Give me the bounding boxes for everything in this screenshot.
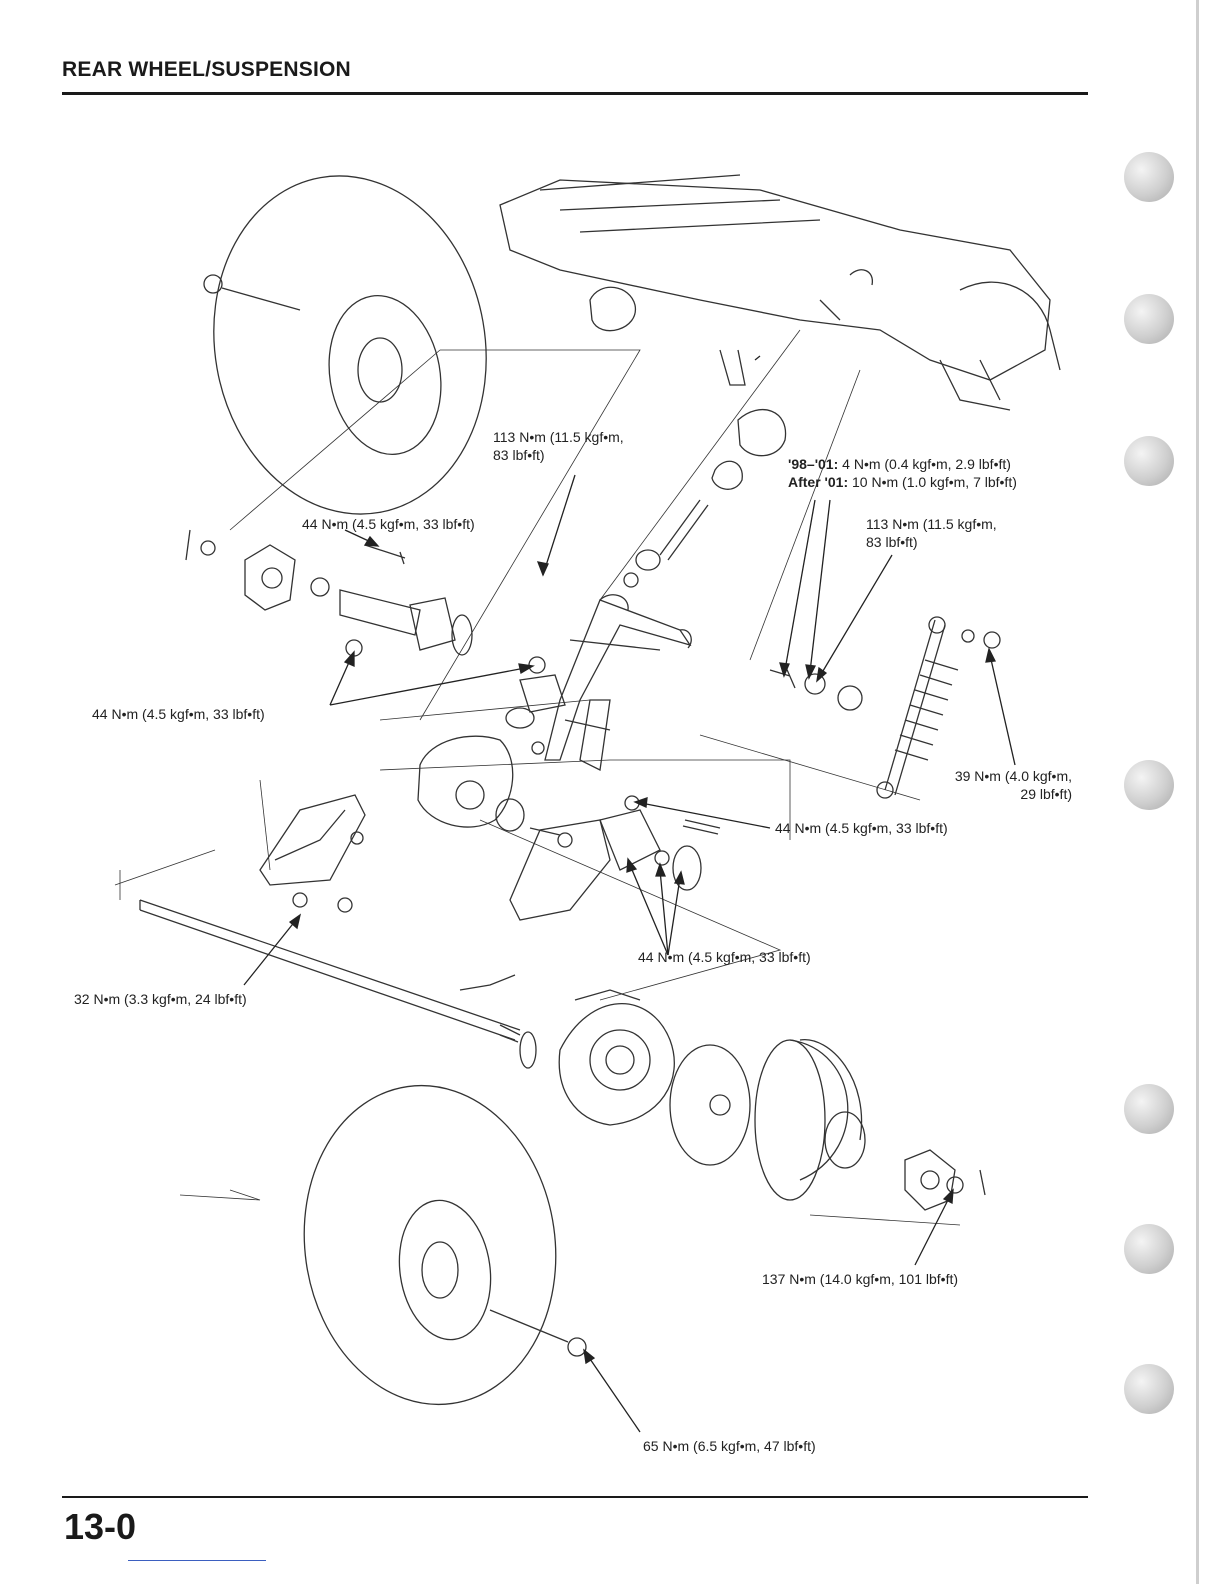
section-tab-7[interactable] bbox=[1124, 1364, 1174, 1414]
year-range-label: '98–'01: bbox=[788, 456, 839, 472]
torque-callout-mid-right-44: 44 N•m (4.5 kgf•m, 33 lbf•ft) bbox=[775, 820, 948, 836]
rear-frame bbox=[499, 174, 1061, 411]
section-tab-1[interactable] bbox=[1124, 152, 1174, 202]
section-tab-3[interactable] bbox=[1124, 436, 1174, 486]
leader-lines bbox=[243, 355, 1016, 1433]
callout-line: 113 N•m (11.5 kgf•m, bbox=[493, 429, 624, 445]
callout-line: 39 N•m (4.0 kgf•m, bbox=[954, 768, 1072, 784]
page-edge bbox=[1196, 0, 1199, 1584]
section-title: REAR WHEEL/SUSPENSION bbox=[62, 58, 351, 81]
upper-wheel bbox=[203, 175, 487, 515]
shock-absorber bbox=[769, 616, 1001, 799]
callout-line: 29 lbf•ft) bbox=[1020, 786, 1072, 802]
torque-callout-right-113: 113 N•m (11.5 kgf•m, 83 lbf•ft) bbox=[866, 515, 997, 551]
bearing-holder bbox=[509, 795, 721, 921]
callout-line: 83 lbf•ft) bbox=[866, 534, 918, 550]
section-tab-5[interactable] bbox=[1124, 1084, 1174, 1134]
torque-callout-model-years: '98–'01: 4 N•m (0.4 kgf•m, 2.9 lbf•ft) A… bbox=[788, 455, 1017, 491]
brake-assembly bbox=[558, 989, 866, 1201]
footer-link-underline bbox=[128, 1560, 266, 1561]
torque-callout-hub-bolt: 44 N•m (4.5 kgf•m, 33 lbf•ft) bbox=[302, 516, 475, 532]
swingarm bbox=[528, 594, 692, 771]
callout-line: 113 N•m (11.5 kgf•m, bbox=[866, 516, 997, 532]
drive-shaft bbox=[623, 409, 787, 588]
callout-value: 4 N•m (0.4 kgf•m, 2.9 lbf•ft) bbox=[842, 456, 1011, 472]
torque-callout-axle-nut-137: 137 N•m (14.0 kgf•m, 101 lbf•ft) bbox=[762, 1271, 959, 1287]
section-tab-4[interactable] bbox=[1124, 760, 1174, 810]
skid-plate bbox=[259, 794, 366, 913]
torque-callout-lower-32: 32 N•m (3.3 kgf•m, 24 lbf•ft) bbox=[74, 991, 247, 1007]
right-hub-assembly bbox=[904, 1149, 986, 1211]
torque-callout-shock-39: 39 N•m (4.0 kgf•m, 29 lbf•ft) bbox=[926, 767, 1072, 803]
final-gear-case bbox=[417, 674, 566, 836]
section-tab-6[interactable] bbox=[1124, 1224, 1174, 1274]
header-rule bbox=[62, 92, 1088, 95]
torque-callout-wheel-nut-65: 65 N•m (6.5 kgf•m, 47 lbf•ft) bbox=[643, 1438, 816, 1454]
section-tab-2[interactable] bbox=[1124, 294, 1174, 344]
year-range-label: After '01: bbox=[788, 474, 849, 490]
torque-callout-top-center: 113 N•m (11.5 kgf•m, 83 lbf•ft) bbox=[493, 428, 624, 464]
footer-rule bbox=[62, 1496, 1088, 1498]
torque-callout-left-44: 44 N•m (4.5 kgf•m, 33 lbf•ft) bbox=[92, 706, 265, 722]
guide-lines bbox=[114, 329, 961, 1226]
rear-axle bbox=[139, 899, 537, 1069]
page-number: 13-0 bbox=[64, 1506, 137, 1547]
callout-value: 10 N•m (1.0 kgf•m, 7 lbf•ft) bbox=[852, 474, 1017, 490]
left-hub-assembly bbox=[185, 529, 473, 657]
lower-wheel bbox=[303, 1084, 587, 1406]
callout-line: 83 lbf•ft) bbox=[493, 447, 545, 463]
torque-callout-lower-44: 44 N•m (4.5 kgf•m, 33 lbf•ft) bbox=[638, 949, 811, 965]
